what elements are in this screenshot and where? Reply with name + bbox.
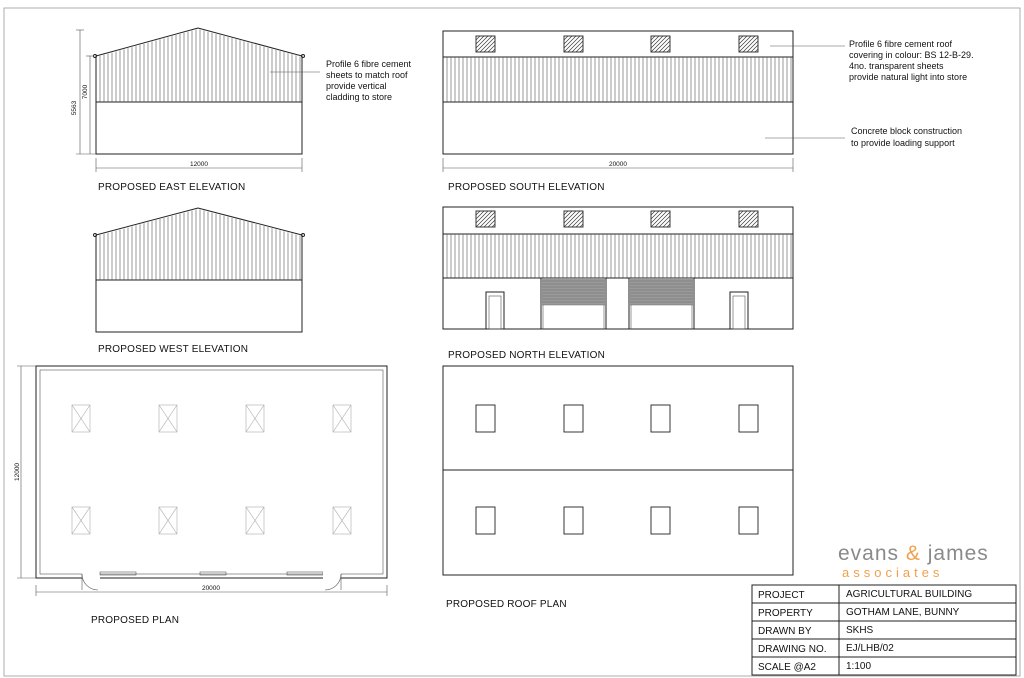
title-block-label: PROJECT bbox=[758, 590, 805, 601]
roof-plan-rooflight bbox=[475, 404, 496, 433]
title-block: PROJECT AGRICULTURAL BUILDING PROPERTY GOTH… bbox=[751, 584, 1017, 676]
east-ridge-height-dim: 5563 bbox=[71, 100, 78, 115]
south-block-note: Concrete block construction to provide l… bbox=[851, 126, 965, 148]
east-elevation-caption: PROPOSED EAST ELEVATION bbox=[98, 182, 245, 193]
plan-column bbox=[71, 404, 91, 433]
east-eaves-height-dim: 7000 bbox=[82, 84, 89, 99]
south-roof-note: Profile 6 fibre cement roof covering in … bbox=[849, 39, 976, 82]
company-logo: evans & james associates bbox=[838, 542, 989, 580]
roof-plan-caption: PROPOSED ROOF PLAN bbox=[446, 599, 567, 610]
roof-plan-rooflight bbox=[563, 506, 584, 535]
plan-column bbox=[332, 506, 352, 535]
title-block-label: DRAWN BY bbox=[758, 626, 812, 637]
south-elevation-caption: PROPOSED SOUTH ELEVATION bbox=[448, 182, 605, 193]
plan-column bbox=[158, 404, 178, 433]
south-width-dim: 20000 bbox=[609, 161, 627, 168]
west-elevation-caption: PROPOSED WEST ELEVATION bbox=[98, 344, 248, 355]
plan-column bbox=[332, 404, 352, 433]
plan-column bbox=[158, 506, 178, 535]
title-block-value: 1:100 bbox=[846, 661, 871, 672]
north-elevation: PROPOSED NORTH ELEVATION bbox=[442, 206, 794, 361]
title-block-value: SKHS bbox=[846, 625, 874, 636]
svg-text:evans & james: evans & james bbox=[838, 542, 989, 565]
plan-column bbox=[245, 404, 265, 433]
roof-plan-rooflight bbox=[738, 506, 759, 535]
plan-caption: PROPOSED PLAN bbox=[91, 615, 179, 626]
title-block-value: EJ/LHB/02 bbox=[846, 643, 894, 654]
roof-plan-rooflight bbox=[650, 404, 671, 433]
floor-plan: 20000 12000 PROPOSED PLAN bbox=[14, 365, 388, 626]
svg-text:associates: associates bbox=[842, 565, 943, 580]
south-elevation: 20000 Profile 6 fibre cement roof coveri… bbox=[442, 30, 976, 193]
north-roller-shutter-left bbox=[540, 277, 607, 330]
plan-width-dim: 20000 bbox=[202, 585, 220, 592]
title-block-label: PROPERTY bbox=[758, 608, 813, 619]
sheet-border bbox=[3, 7, 1021, 677]
roof-plan-rooflight bbox=[738, 404, 759, 433]
roof-plan-rooflight bbox=[650, 506, 671, 535]
title-block-value: AGRICULTURAL BUILDING bbox=[846, 589, 972, 600]
west-elevation: PROPOSED WEST ELEVATION bbox=[93, 207, 305, 355]
north-elevation-caption: PROPOSED NORTH ELEVATION bbox=[448, 350, 605, 361]
roof-plan-rooflight bbox=[563, 404, 584, 433]
roof-plan-rooflight bbox=[475, 506, 496, 535]
title-block-value: GOTHAM LANE, BUNNY bbox=[846, 607, 960, 618]
roof-plan: PROPOSED ROOF PLAN bbox=[442, 365, 794, 610]
east-elevation: 12000 5563 7000 Profile 6 fibre cement s… bbox=[71, 27, 414, 193]
plan-depth-dim: 12000 bbox=[14, 463, 21, 481]
title-block-label: SCALE @A2 bbox=[758, 662, 816, 673]
plan-column bbox=[71, 506, 91, 535]
north-roller-shutter-right bbox=[628, 277, 695, 330]
east-width-dim: 12000 bbox=[190, 161, 208, 168]
plan-column bbox=[245, 506, 265, 535]
east-cladding-note: Profile 6 fibre cement sheets to match r… bbox=[326, 59, 414, 102]
title-block-label: DRAWING NO. bbox=[758, 644, 827, 655]
